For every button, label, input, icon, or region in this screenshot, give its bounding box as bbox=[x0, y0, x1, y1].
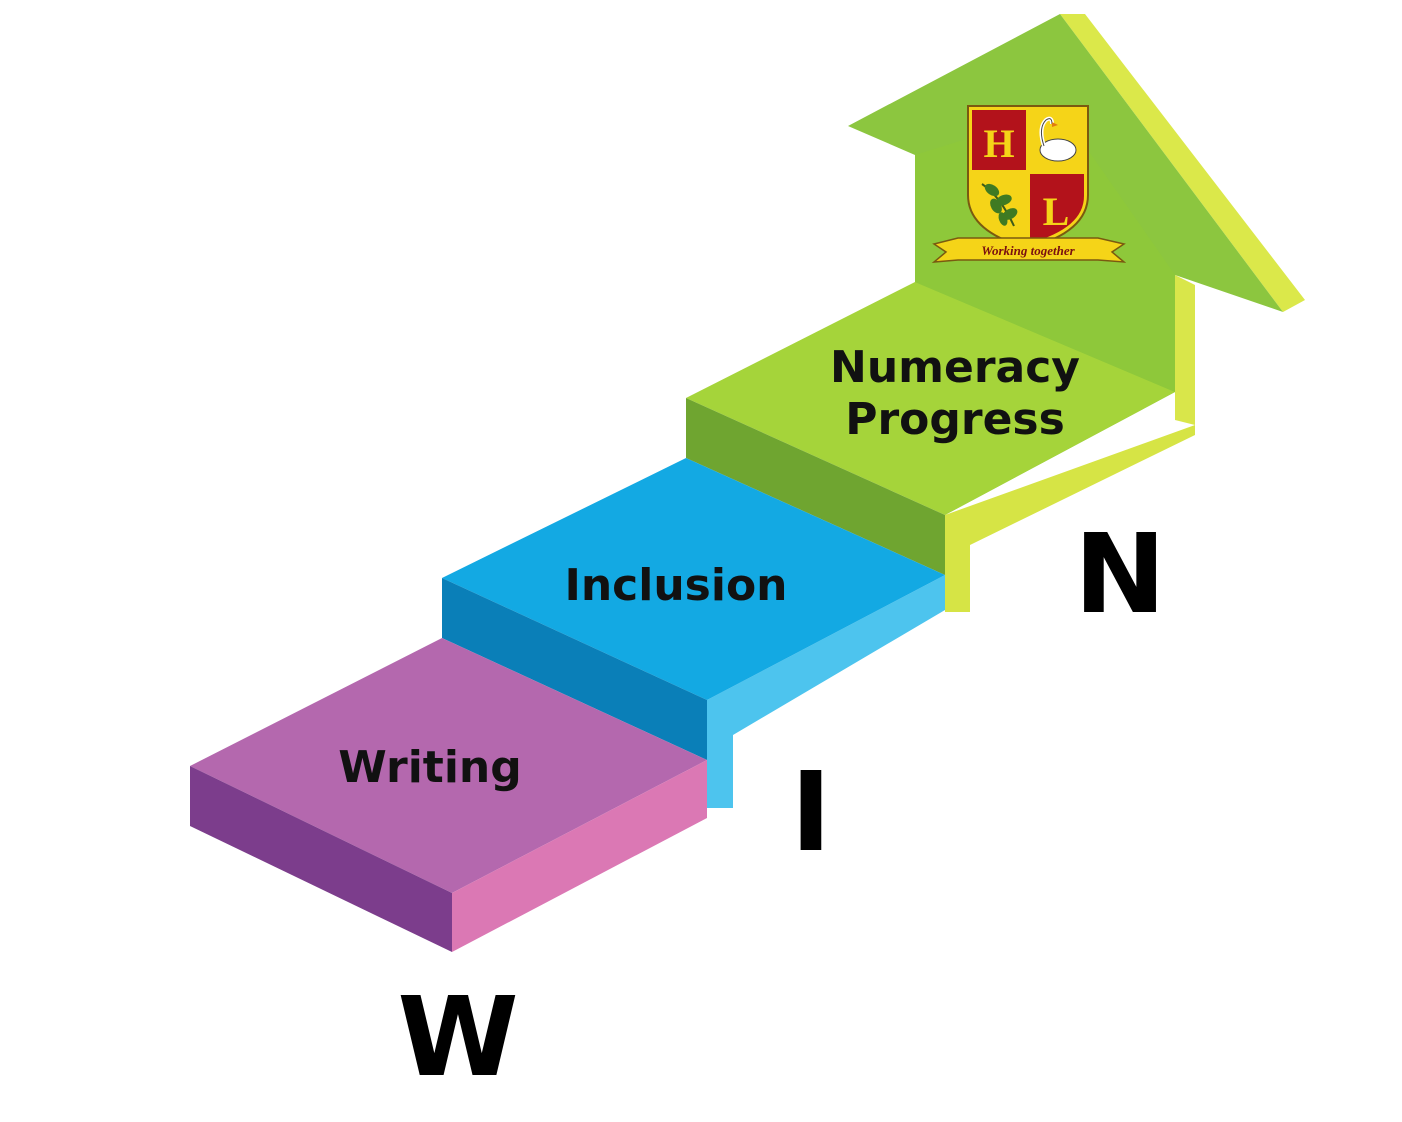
numeracy-label: Numeracy bbox=[830, 342, 1080, 393]
progress-label: Progress bbox=[845, 394, 1065, 445]
letter-i: I bbox=[791, 748, 832, 876]
writing-label: Writing bbox=[338, 742, 521, 793]
swan-icon bbox=[1039, 116, 1077, 162]
inclusion-label: Inclusion bbox=[564, 560, 787, 611]
crest-letter-h: H bbox=[983, 121, 1014, 166]
school-crest-logo: H L Working together bbox=[931, 105, 1127, 263]
crest-motto: Working together bbox=[981, 243, 1075, 258]
crest-letter-l: L bbox=[1043, 189, 1070, 234]
step-inclusion bbox=[442, 458, 945, 808]
letter-n: N bbox=[1074, 510, 1166, 638]
letter-w: W bbox=[397, 973, 518, 1101]
step-writing bbox=[190, 638, 707, 952]
oak-leaf-icon bbox=[981, 183, 1018, 227]
